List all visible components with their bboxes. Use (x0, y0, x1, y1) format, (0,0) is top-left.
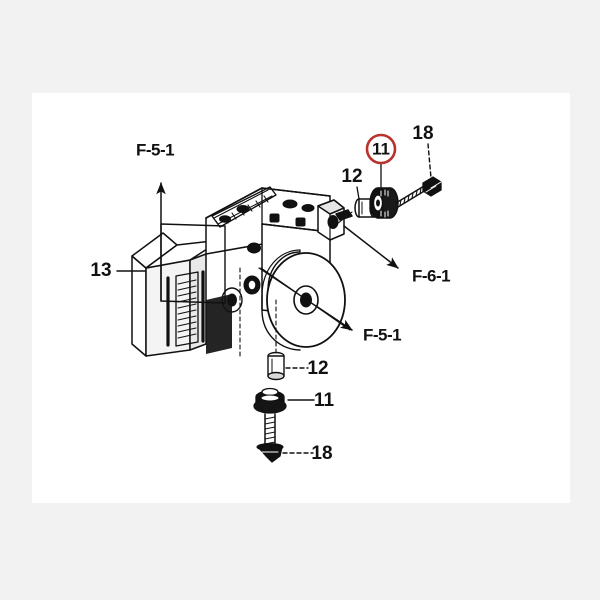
part-11-bottom-grommet (253, 387, 287, 414)
arrow-f-5-1-mid (315, 305, 353, 331)
part-11-top-grommet (369, 187, 399, 219)
reference-f-5-1-top: F-5-1 (136, 140, 174, 159)
part-18-bottom-bolt (256, 413, 284, 463)
reference-f-5-1-mid: F-5-1 (363, 325, 401, 344)
callout-12-bottom-label: 12 (307, 358, 328, 379)
callout-18-top-label: 18 (412, 123, 433, 144)
callout-11-bottom-label: 11 (314, 390, 335, 411)
part-12-bottom-bushing (267, 351, 285, 381)
highlight-circle-11 (365, 133, 397, 165)
arrow-f-6-1 (343, 225, 399, 269)
callout-18-bottom-label: 18 (311, 443, 332, 464)
callout-11-top-label: 11 (372, 139, 390, 158)
reference-f-6-1: F-6-1 (412, 266, 450, 285)
leader-18-top (427, 143, 432, 179)
callout-13-label: 13 (90, 260, 111, 281)
drawing-linework (116, 143, 442, 463)
part-18-top-bolt (395, 176, 442, 208)
leader-12-top (356, 186, 360, 200)
callout-12-top-label: 12 (341, 166, 362, 187)
